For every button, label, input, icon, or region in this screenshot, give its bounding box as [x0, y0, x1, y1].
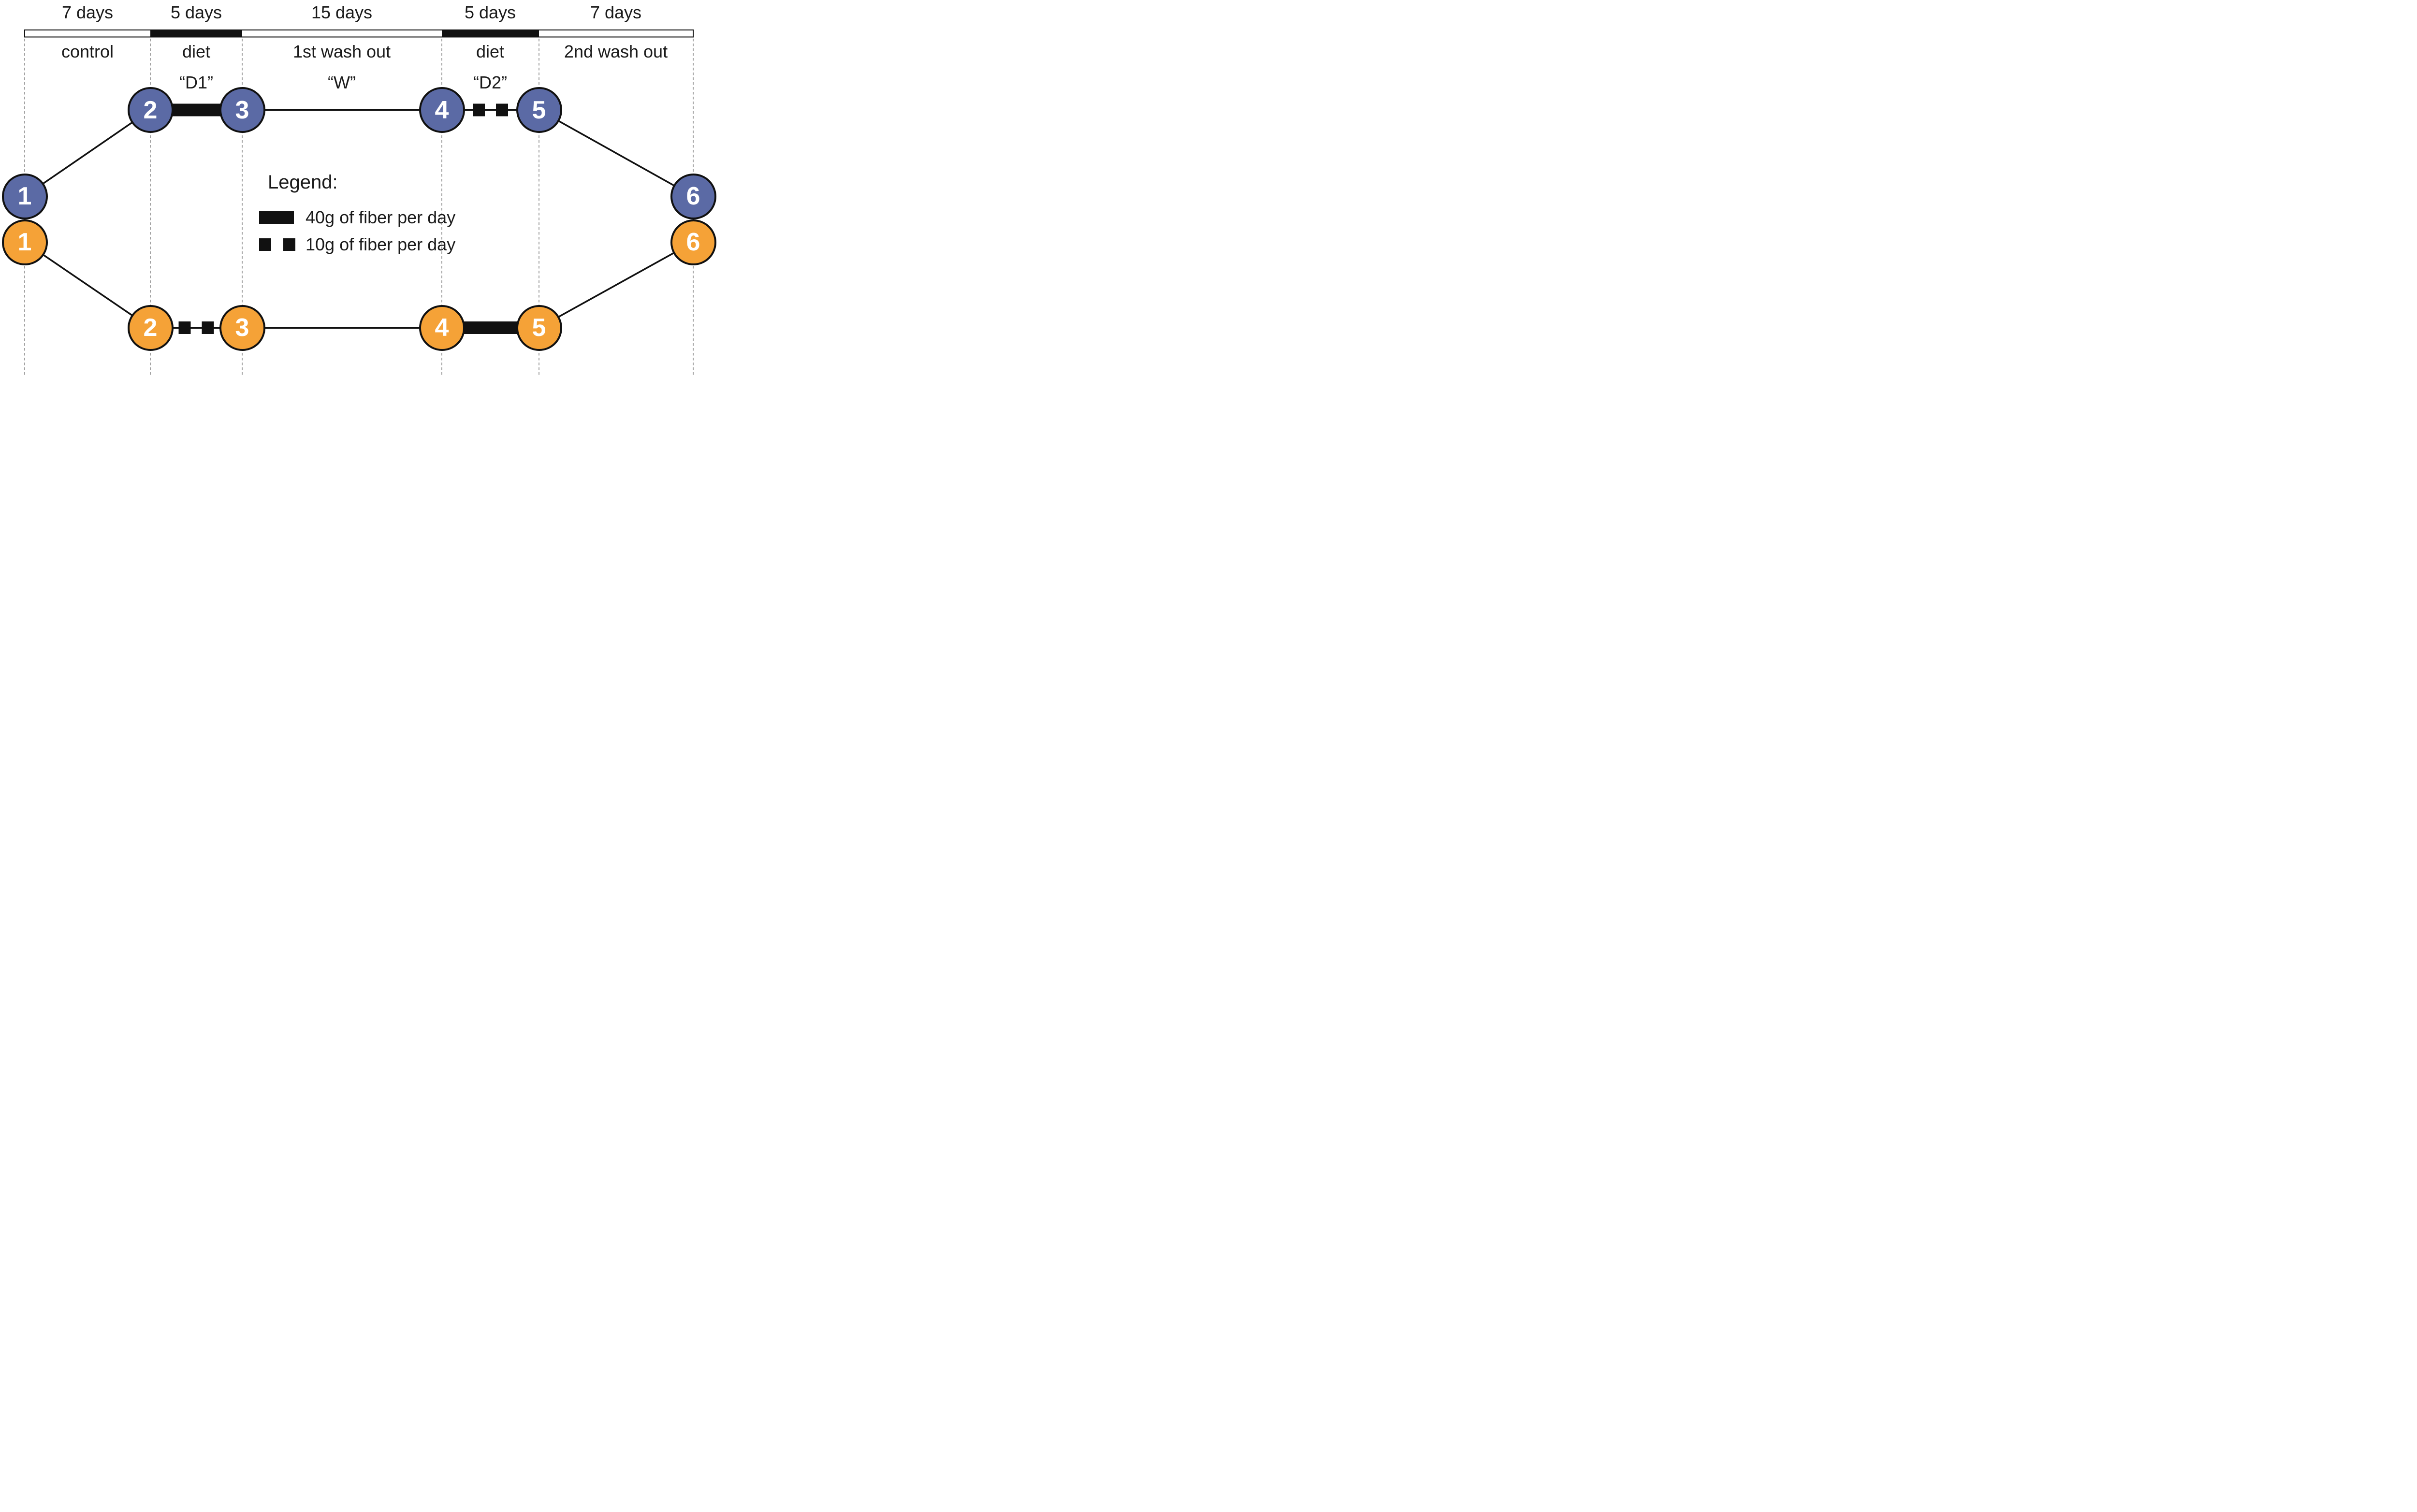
phase-label-4: diet	[476, 42, 505, 61]
node-top-4: 4	[419, 87, 465, 133]
legend-10g-square-icon-b	[283, 238, 295, 251]
phase-label-1: control	[61, 42, 114, 61]
legend-10g-square-icon-a	[259, 238, 271, 251]
duration-label-4: 5 days	[464, 2, 516, 22]
code-label-w: “W”	[328, 73, 356, 92]
code-label-d2: “D2”	[473, 73, 507, 92]
bottom-arm-connectors	[24, 241, 694, 329]
top-arm-connectors	[24, 109, 694, 197]
legend-item-40g-label: 40g of fiber per day	[306, 207, 456, 227]
duration-label-2: 5 days	[170, 2, 222, 22]
connector-bottom-1-2	[24, 241, 151, 329]
duration-label-3: 15 days	[311, 2, 373, 22]
fiber-10g-marker-bottom-b	[202, 321, 214, 334]
node-top-1: 1	[1, 173, 48, 219]
fiber-10g-marker-bottom-a	[178, 321, 191, 334]
node-bottom-4: 4	[419, 305, 465, 351]
connector-bottom-5-6	[539, 241, 694, 329]
node-bottom-2: 2	[127, 305, 174, 351]
node-top-3: 3	[219, 87, 265, 133]
timeline-bar	[24, 29, 694, 38]
timeline-diet-segment-2	[442, 29, 539, 38]
legend-item-10g-label: 10g of fiber per day	[306, 234, 456, 254]
phase-label-2: diet	[182, 42, 211, 61]
duration-label-5: 7 days	[590, 2, 642, 22]
node-top-2: 2	[127, 87, 174, 133]
node-top-6: 6	[670, 173, 716, 219]
node-bottom-5: 5	[516, 305, 562, 351]
code-label-d1: “D1”	[179, 73, 213, 92]
node-bottom-1: 1	[1, 219, 48, 265]
node-bottom-6: 6	[670, 219, 716, 265]
phase-label-3: 1st wash out	[292, 42, 391, 61]
legend-40g-bar-icon	[259, 211, 294, 224]
connector-top-5-6	[539, 109, 694, 197]
legend-title: Legend:	[268, 172, 338, 193]
phase-label-5: 2nd wash out	[564, 42, 668, 61]
node-top-5: 5	[516, 87, 562, 133]
study-design-diagram: 7 days 5 days 15 days 5 days 7 days cont…	[0, 0, 720, 378]
timeline-diet-segment-1	[150, 29, 242, 38]
connector-top-1-2	[24, 109, 151, 197]
duration-label-1: 7 days	[61, 2, 114, 22]
fiber-10g-marker-top-a	[473, 103, 485, 116]
node-bottom-3: 3	[219, 305, 265, 351]
fiber-10g-marker-top-b	[496, 103, 508, 116]
